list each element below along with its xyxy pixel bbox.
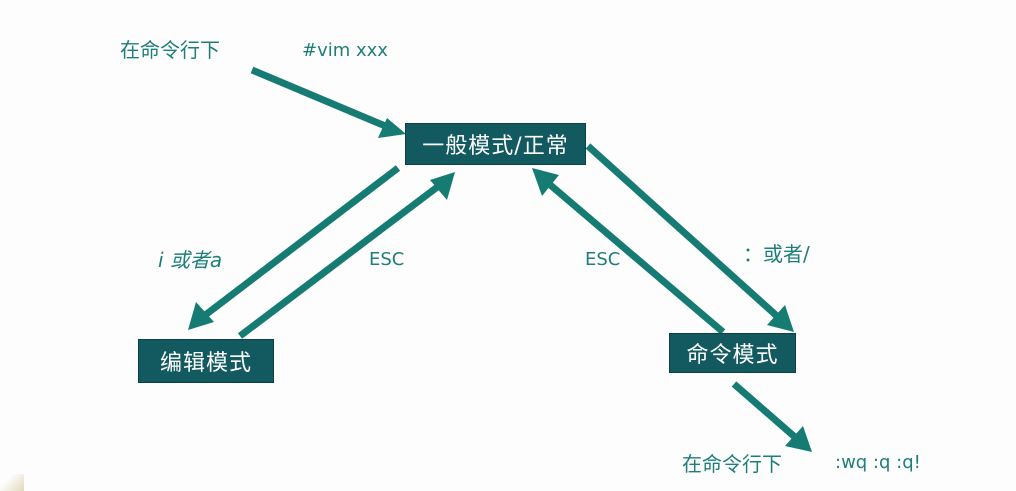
corner-shade: [0, 474, 24, 491]
command-mode-label: 命令模式: [686, 343, 779, 368]
arrowhead-normal-to-command: [767, 305, 794, 332]
colon-or-slash-label: ：或者/: [743, 242, 810, 266]
arrowhead-normal-to-edit: [188, 302, 214, 330]
arrow-edit-to-normal: [237, 182, 443, 339]
arrow-normal-to-edit: [201, 165, 401, 319]
vim-command-label: #vim xxx: [302, 40, 388, 61]
arrowhead-command-to-normal: [532, 168, 559, 196]
esc-right-label: ESC: [585, 249, 621, 270]
command-mode-box: 命令模式: [669, 333, 796, 373]
i-or-a-label: i 或者a: [158, 248, 223, 272]
edit-mode-box: 编辑模式: [138, 339, 274, 383]
arrow-enter-vim: [250, 66, 392, 132]
arrowhead-command-to-quit: [785, 426, 812, 452]
esc-left-label: ESC: [369, 249, 405, 270]
arrowhead-edit-to-normal: [430, 172, 455, 200]
arrow-command-to-normal: [545, 180, 726, 335]
cmdline-top-label: 在命令行下: [120, 38, 220, 62]
arrow-command-to-quit: [731, 381, 799, 441]
arrowhead-enter-vim: [378, 118, 406, 138]
arrow-normal-to-command: [585, 143, 781, 320]
cmdline-bottom-label: 在命令行下: [682, 452, 782, 476]
edit-mode-label: 编辑模式: [159, 351, 252, 376]
normal-mode-label: 一般模式/正常: [422, 134, 569, 159]
normal-mode-box: 一般模式/正常: [405, 123, 586, 165]
quit-commands-label: :wq :q :q!: [835, 452, 921, 473]
